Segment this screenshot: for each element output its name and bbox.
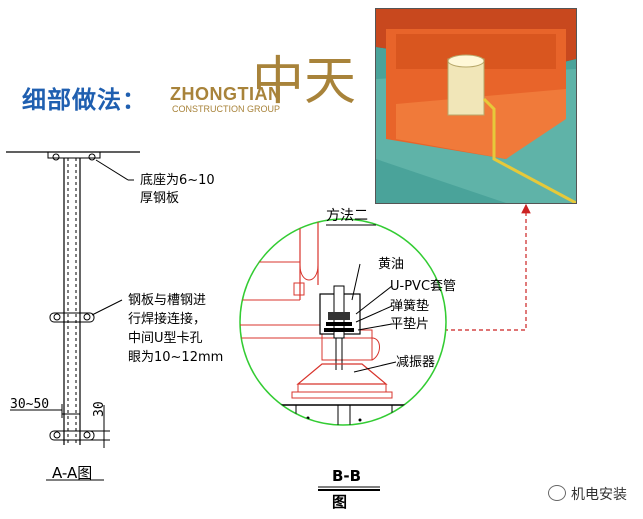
base-note-line2: 厚钢板 xyxy=(140,191,180,206)
base-note-line1: 底座为6~10 xyxy=(140,173,215,188)
label-spring-washer: 弹簧垫 xyxy=(390,299,430,314)
label-damper: 减振器 xyxy=(396,355,436,370)
logo-name: ZHONGTIAN xyxy=(170,84,282,104)
watermark: 机电安装 xyxy=(548,484,627,504)
weld-note-line3: 中间U型卡孔 xyxy=(128,331,203,346)
weld-note-line2: 行焊接连接， xyxy=(128,312,207,327)
section-bb-drawing xyxy=(239,218,447,491)
logo-mark: 中天 xyxy=(252,52,357,112)
dimension-height: 30 xyxy=(92,401,107,417)
dimension-width: 30~50 xyxy=(10,397,50,412)
label-flat-washer: 平垫片 xyxy=(390,317,430,332)
wechat-icon xyxy=(548,485,566,501)
logo-subtitle: CONSTRUCTION GROUP xyxy=(172,104,280,114)
reference-arrow xyxy=(430,203,531,331)
watermark-text: 机电安装 xyxy=(571,487,627,503)
caption-aa: A-A图 xyxy=(52,464,93,482)
method-label: 方法二 xyxy=(326,208,368,224)
damper-photo xyxy=(375,8,577,204)
caption-bb-line1: B-B xyxy=(332,467,362,485)
weld-note-line1: 钢板与槽钢进 xyxy=(128,293,207,308)
caption-bb-line2: 图 xyxy=(332,493,348,511)
label-grease: 黄油 xyxy=(378,257,405,272)
weld-note-line4: 眼为10~12mm xyxy=(128,350,224,365)
section-aa-drawing xyxy=(6,151,140,481)
label-upvc-sleeve: U-PVC套管 xyxy=(390,279,457,294)
page-title: 细部做法： xyxy=(22,86,147,114)
damper-photo-drawing xyxy=(376,9,576,203)
